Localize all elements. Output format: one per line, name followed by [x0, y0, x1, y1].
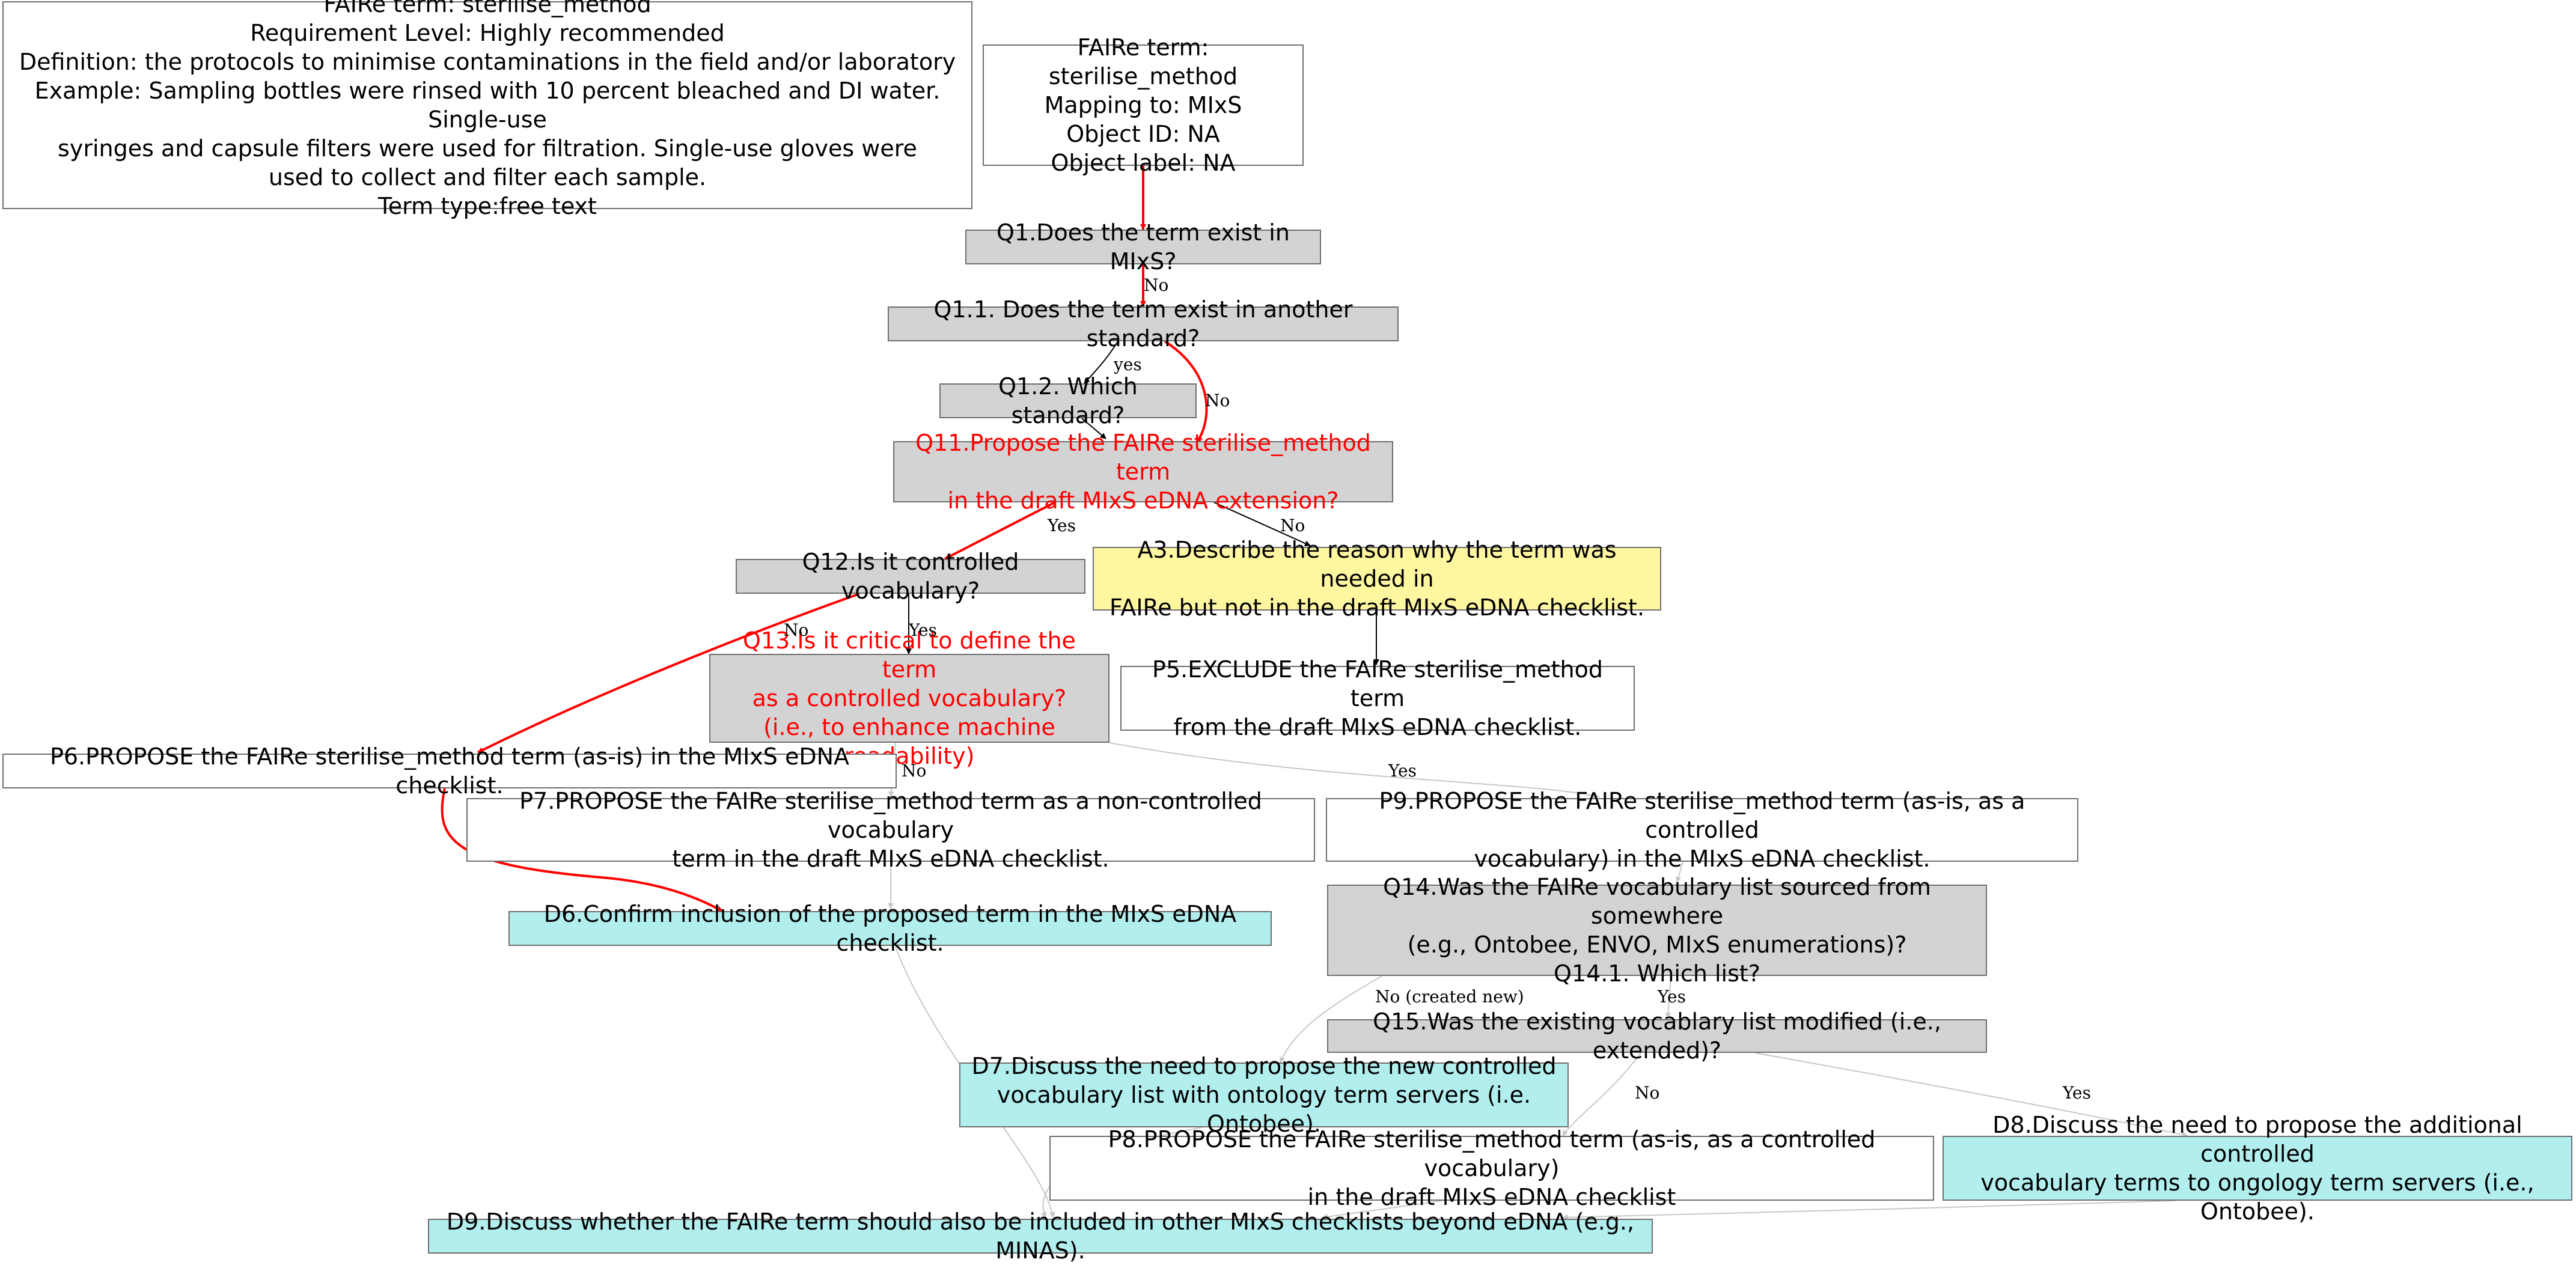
edge-label-q12-no: No — [784, 620, 809, 640]
q11-node: Q11.Propose the FAIRe sterilise_method t… — [893, 430, 1393, 514]
edge-label-q1-no: No — [1144, 275, 1169, 295]
p5-node: P5.EXCLUDE the FAIRe sterilise_method te… — [1120, 656, 1635, 740]
info-box: FAIRe term: sterilise_method Requirement… — [2, 0, 972, 219]
edge-q11-to-q12 — [944, 501, 1055, 560]
d9-node: D9.Discuss whether the FAIRe term should… — [428, 1209, 1653, 1264]
edge-label-q1-1-no: No — [1205, 391, 1230, 410]
edge-q13-to-p9 — [1109, 742, 1599, 799]
edge-p8-to-d9 — [1322, 1200, 1443, 1220]
edge-q11-to-a3 — [1213, 502, 1311, 546]
q1-2-node: Q1.2. Which standard? — [939, 373, 1197, 428]
p9-node: P9.PROPOSE the FAIRe sterilise_method te… — [1326, 788, 2078, 872]
q1-1-node: Q1.1. Does the term exist in another sta… — [888, 296, 1399, 352]
edge-label-q14-yes: Yes — [1658, 987, 1686, 1007]
p8-node: P8.PROPOSE the FAIRe sterilise_method te… — [1049, 1126, 1934, 1210]
edge-q14-to-q15 — [1665, 975, 1671, 1019]
edge-q14-to-d7 — [1279, 975, 1383, 1063]
d7-node: D7.Discuss the need to propose the new c… — [959, 1053, 1569, 1137]
edge-q12-to-p6 — [477, 593, 860, 754]
edge-label-q12-yes: Yes — [909, 620, 937, 640]
d6-node: D6.Confirm inclusion of the proposed ter… — [508, 901, 1272, 956]
edge-label-q15-no: No — [1635, 1083, 1660, 1103]
q1-node: Q1.Does the term exist in MIxS? — [965, 219, 1321, 275]
edge-q15-to-d8 — [1754, 1052, 2188, 1138]
edge-p9-to-q14 — [1675, 861, 1683, 883]
edge-q1-2-to-q11 — [1081, 418, 1106, 439]
edge-label-q14-no: No (created new) — [1375, 987, 1524, 1007]
q14-node: Q14.Was the FAIRe vocabulary list source… — [1327, 874, 1987, 987]
edge-q1-1-to-q1-2 — [1084, 341, 1119, 384]
edge-label-q1-1-yes: yes — [1114, 355, 1142, 374]
q15-node: Q15.Was the existing vocablary list modi… — [1327, 1008, 1987, 1064]
d8-node: D8.Discuss the need to propose the addit… — [1943, 1112, 2572, 1225]
edge-q1-1-to-q11 — [1164, 340, 1208, 445]
q13-node: Q13.Is it critical to define the term as… — [709, 627, 1109, 769]
a3-node: A3.Describe the reason why the term was … — [1093, 537, 1661, 621]
edge-d8-to-d9 — [1562, 1200, 2176, 1221]
edge-label-q15-yes: Yes — [2063, 1083, 2091, 1103]
mapping-box: FAIRe term: sterilise_method Mapping to:… — [983, 34, 1304, 176]
edge-label-q13-no: No — [902, 761, 927, 781]
edge-label-q13-yes: Yes — [1388, 761, 1417, 781]
edge-p6-to-d6 — [441, 788, 723, 912]
edge-q15-to-p8 — [1562, 1052, 1641, 1136]
edge-label-q11-yes: Yes — [1048, 516, 1076, 535]
edge-label-q11-no: No — [1280, 516, 1305, 535]
p6-node: P6.PROPOSE the FAIRe sterilise_method te… — [2, 743, 897, 799]
p7-node: P7.PROPOSE the FAIRe sterilise_method te… — [466, 788, 1315, 872]
q12-node: Q12.Is it controlled vocabulary? — [736, 549, 1085, 604]
